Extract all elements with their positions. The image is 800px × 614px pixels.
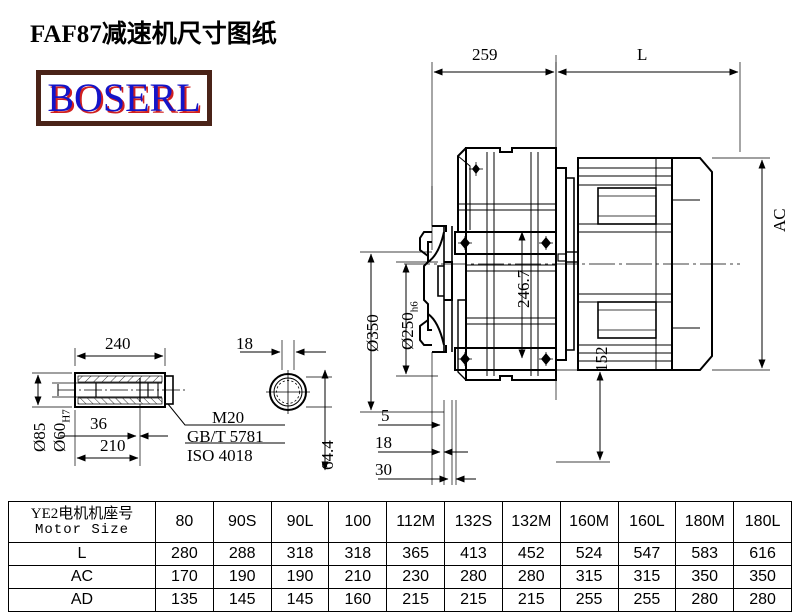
table-cell: 215	[386, 588, 446, 612]
table-row-label: L	[8, 542, 156, 566]
dimension-step-18: 18	[375, 433, 392, 452]
dimension-endview-18: 18	[236, 334, 253, 353]
bolt-spec-iso: ISO 4018	[187, 446, 253, 465]
dimension-d250h6-value: Ø250	[398, 312, 417, 350]
table-cell: 318	[328, 542, 388, 566]
table-cell: 215	[501, 588, 561, 612]
dimension-AC: AC	[770, 208, 789, 232]
table-col-header: 112M	[386, 501, 446, 543]
dimension-259: 259	[472, 45, 498, 64]
dimension-d60h7-tolerance: H7	[60, 409, 73, 423]
table-cell: 280	[444, 565, 503, 589]
dimension-shaft-240: 240	[105, 334, 131, 353]
table-col-header: 180L	[733, 501, 792, 543]
table-col-header: 160L	[617, 501, 677, 543]
dimension-step-30: 30	[375, 460, 392, 479]
dimension-246-7: 246.7	[514, 269, 533, 308]
table-cell: 315	[559, 565, 619, 589]
table-cell: 616	[733, 542, 792, 566]
table-header-label-cn: YE2电机机座号	[30, 505, 134, 522]
table-cell: 350	[733, 565, 792, 589]
motor-size-table: YE2电机机座号 Motor Size 80 90S 90L 100 112M …	[8, 501, 792, 612]
dimension-d250h6: Ø250h6	[398, 301, 420, 350]
table-cell: 145	[212, 588, 272, 612]
brand-logo: BOSERL	[36, 70, 212, 126]
table-header-row: YE2电机机座号 Motor Size 80 90S 90L 100 112M …	[8, 501, 792, 543]
table-col-header: 160M	[559, 501, 619, 543]
table-body: YE2电机机座号 Motor Size 80 90S 90L 100 112M …	[8, 501, 792, 612]
table-col-header: 90S	[212, 501, 272, 543]
table-cell: 350	[675, 565, 735, 589]
table-cell: 280	[155, 542, 214, 566]
table-cell: 190	[270, 565, 330, 589]
table-col-header: 80	[155, 501, 214, 543]
table-cell: 190	[212, 565, 272, 589]
table-cell: 288	[212, 542, 272, 566]
dimension-d60h7-value: Ø60	[50, 422, 69, 452]
table-cell: 170	[155, 565, 214, 589]
table-cell: 255	[617, 588, 677, 612]
table-col-header: 100	[328, 501, 388, 543]
table-cell: 315	[617, 565, 677, 589]
table-cell: 365	[386, 542, 446, 566]
table-header-label: YE2电机机座号 Motor Size	[8, 501, 156, 543]
table-cell: 524	[559, 542, 619, 566]
table-cell: 318	[270, 542, 330, 566]
dimension-152: 152	[592, 346, 611, 373]
table-cell: 230	[386, 565, 446, 589]
dimension-d350: Ø350	[363, 314, 382, 352]
table-cell: 145	[270, 588, 330, 612]
dimension-shaft-36: 36	[90, 414, 107, 433]
table-cell: 280	[733, 588, 792, 612]
table-row: AD 135 145 145 160 215 215 215 255 255 2…	[8, 588, 792, 612]
table-cell: 280	[501, 565, 561, 589]
table-col-header: 132M	[501, 501, 561, 543]
page-title: FAF87减速机尺寸图纸	[30, 21, 277, 48]
table-row-label: AD	[8, 588, 156, 612]
table-cell: 547	[617, 542, 677, 566]
table-header-label-en: Motor Size	[34, 521, 129, 538]
table-cell: 280	[675, 588, 735, 612]
dimension-step-5: 5	[381, 406, 390, 425]
dimension-shaft-210: 210	[100, 436, 126, 455]
bolt-spec-m20: M20	[212, 408, 245, 427]
table-cell: 160	[328, 588, 388, 612]
table-cell: 215	[444, 588, 503, 612]
table-row-label: AC	[8, 565, 156, 589]
table-row: L 280 288 318 318 365 413 452 524 547 58…	[8, 542, 792, 566]
table-col-header: 180M	[675, 501, 735, 543]
dimension-d60h7: Ø60H7	[50, 409, 72, 452]
table-cell: 413	[444, 542, 503, 566]
dimension-endview-64-4: 64.4	[318, 440, 337, 470]
table-col-header: 90L	[270, 501, 330, 543]
bolt-spec-gbt: GB/T 5781	[187, 427, 264, 446]
brand-logo-text: BOSERL	[47, 75, 201, 120]
dimension-L: L	[637, 45, 648, 64]
table-col-header: 132S	[444, 501, 503, 543]
table-cell: 210	[328, 565, 388, 589]
table-cell: 255	[559, 588, 619, 612]
table-row: AC 170 190 190 210 230 280 280 315 315 3…	[8, 565, 792, 589]
table-cell: 583	[675, 542, 735, 566]
dimension-d85: Ø85	[30, 422, 49, 452]
dimension-d250h6-tolerance: h6	[408, 301, 421, 313]
table-cell: 452	[501, 542, 561, 566]
table-cell: 135	[155, 588, 214, 612]
